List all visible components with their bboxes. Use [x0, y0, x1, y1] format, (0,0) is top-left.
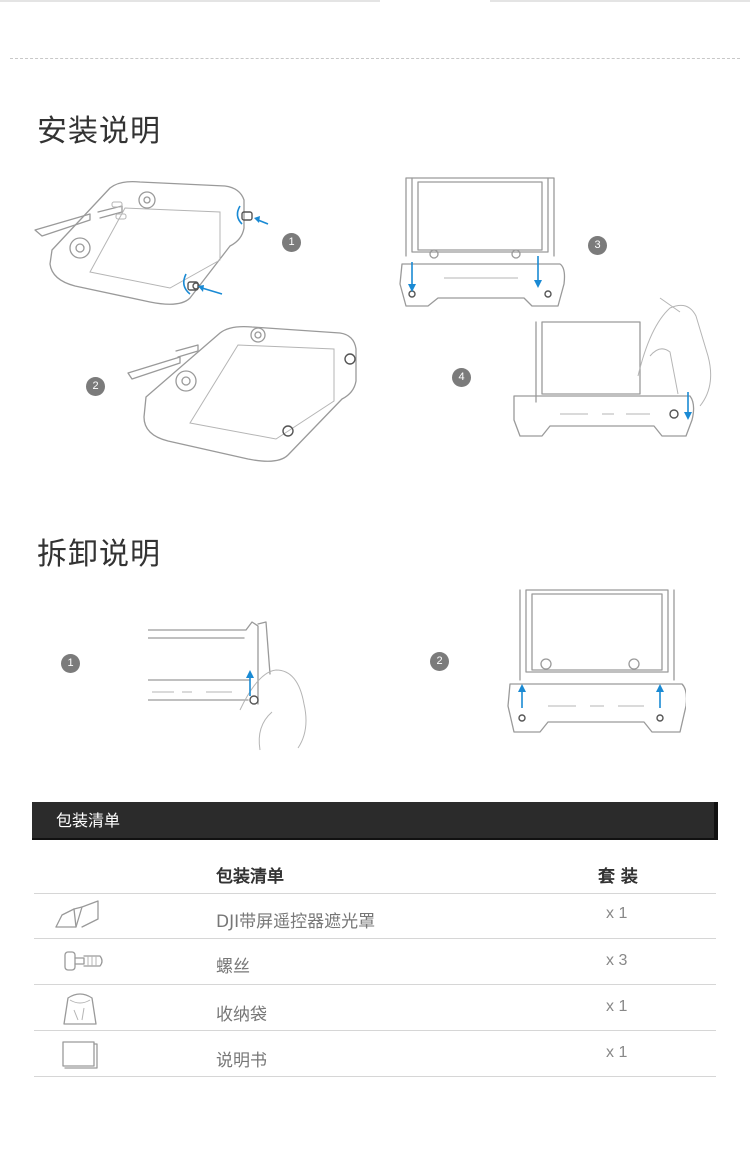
row-divider: [34, 1030, 716, 1031]
list-item-qty: x 1: [606, 1044, 628, 1061]
removal-step-2-badge: 2: [430, 652, 449, 671]
top-divider-right: [490, 0, 750, 2]
install-step1-illustration: [34, 180, 269, 305]
row-divider: [34, 938, 716, 939]
list-item-qty: x 3: [606, 952, 628, 969]
dashed-separator: [10, 58, 740, 59]
removal-heading: 拆卸说明: [37, 537, 161, 572]
list-item-name: 收纳袋: [216, 1005, 267, 1025]
install-step-1-badge: 1: [282, 233, 301, 252]
list-item-name: DJI带屏遥控器遮光罩: [216, 912, 376, 932]
removal-step2-illustration: [507, 589, 686, 733]
install-step-4-badge: 4: [452, 368, 471, 387]
table-row: 收纳袋 x 1: [0, 984, 750, 1030]
screw-icon-bottom: [182, 273, 223, 295]
install-step-3-badge: 3: [588, 236, 607, 255]
packing-header-name: 包装清单: [216, 867, 284, 887]
install-step4-illustration: [513, 297, 712, 437]
install-step3-illustration: [399, 177, 566, 307]
install-heading: 安装说明: [37, 114, 161, 149]
pouch-icon: [63, 993, 97, 1025]
row-divider: [34, 984, 716, 985]
packing-list-bar: 包装清单: [32, 802, 718, 840]
list-item-qty: x 1: [606, 998, 628, 1015]
table-row: DJI带屏遥控器遮光罩 x 1: [0, 893, 750, 938]
table-row: 说明书 x 1: [0, 1030, 750, 1076]
packing-header-qty: 套 装: [598, 867, 638, 887]
screw-icon-top: [236, 205, 269, 225]
list-item-qty: x 1: [606, 905, 628, 922]
install-step2-illustration: [127, 325, 357, 462]
table-row: 螺丝 x 3: [0, 938, 750, 984]
hood-icon: [55, 900, 99, 928]
list-item-name: 螺丝: [216, 957, 250, 977]
install-step-2-badge: 2: [86, 377, 105, 396]
row-divider: [34, 893, 716, 894]
row-divider: [34, 1076, 716, 1077]
removal-step1-illustration: [148, 621, 307, 751]
list-item-name: 说明书: [216, 1051, 267, 1071]
screw-icon: [64, 951, 103, 971]
manual-icon: [62, 1041, 98, 1069]
top-divider-left: [0, 0, 380, 2]
removal-step-1-badge: 1: [61, 654, 80, 673]
